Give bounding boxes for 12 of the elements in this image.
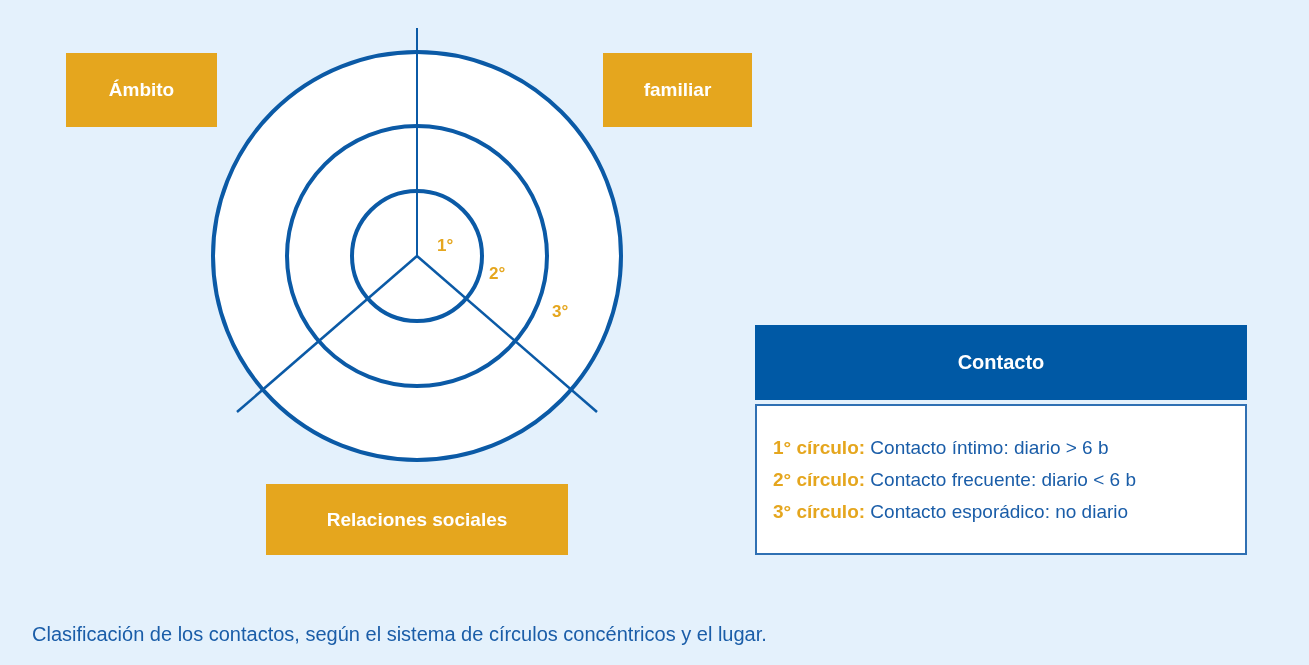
- label-tag: Ámbito: [66, 53, 217, 127]
- circle-number: 3°: [552, 302, 569, 322]
- caption: Clasificación de los contactos, según el sistema de círculos concéntricos y el lugar.: [32, 623, 767, 646]
- legend-text: 1° círculo: Contacto íntimo: diario > 6 b: [773, 435, 1110, 460]
- label-tag: Relaciones sociales: [266, 484, 568, 555]
- table-header: Contacto: [755, 325, 1247, 400]
- label-tag: familiar: [603, 53, 752, 127]
- circle-number: 1°: [437, 236, 454, 256]
- legend-text: 2° círculo: Contacto frecuente: diario < 6 b: [773, 467, 1137, 492]
- circle-number: 2°: [489, 264, 506, 284]
- legend-text: 3° círculo: Contacto esporádico: no diario: [773, 499, 1130, 524]
- legend-panel: [755, 404, 1247, 555]
